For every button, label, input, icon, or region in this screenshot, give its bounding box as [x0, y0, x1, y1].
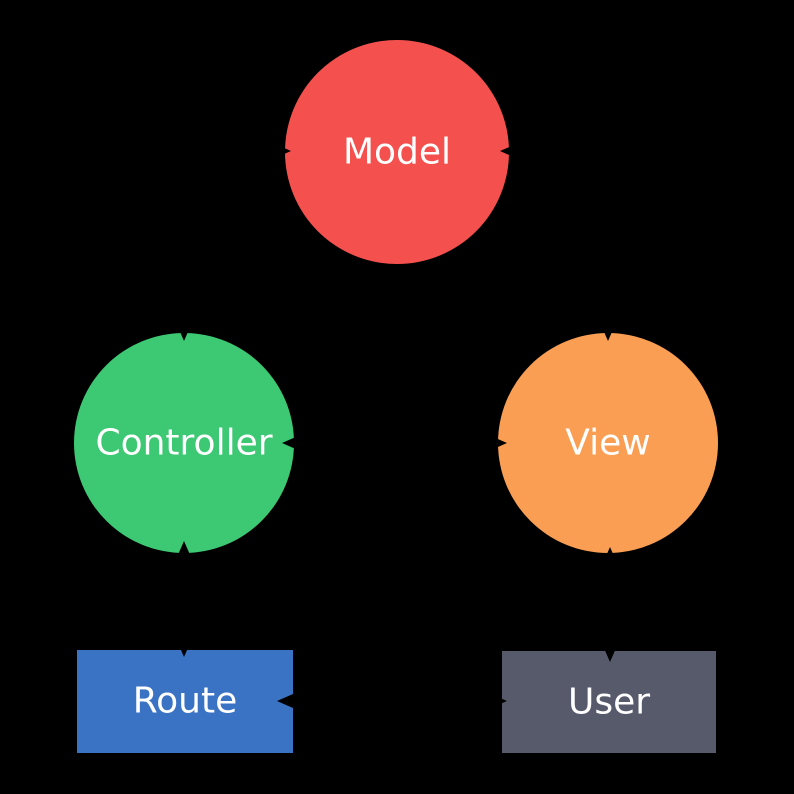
user-label: User: [568, 682, 650, 723]
arrowhead-user-to-view: [603, 547, 617, 563]
node-user: User: [502, 651, 716, 753]
model-label: Model: [343, 132, 451, 173]
model-circle: [285, 40, 509, 264]
node-controller: Controller: [74, 333, 294, 553]
route-rect: [77, 650, 293, 753]
arrowhead-model-to-controller: [177, 325, 191, 341]
view-label: View: [565, 423, 650, 464]
arrowhead-view-to-controller: [282, 436, 298, 450]
controller-label: Controller: [95, 423, 272, 464]
arrowhead-controller-to-route: [177, 641, 191, 657]
controller-circle: [74, 333, 294, 553]
view-circle: [498, 333, 718, 553]
route-label: Route: [133, 681, 238, 722]
user-rect: [502, 651, 716, 753]
arrowhead-controller-to-view: [491, 436, 507, 450]
arrowhead-route-to-controller: [177, 541, 191, 557]
arrowheads-layer: [177, 144, 617, 708]
arrowhead-route-to-user: [491, 694, 507, 708]
node-route: Route: [77, 650, 293, 753]
arrowhead-model-to-view: [601, 325, 615, 341]
arrowhead-controller-to-model: [275, 144, 291, 158]
arrowhead-view-to-model: [500, 144, 516, 158]
node-model: Model: [285, 40, 509, 264]
arrowhead-view-to-user: [603, 646, 617, 662]
node-view: View: [498, 333, 718, 553]
arrowhead-user-to-route: [277, 694, 293, 708]
